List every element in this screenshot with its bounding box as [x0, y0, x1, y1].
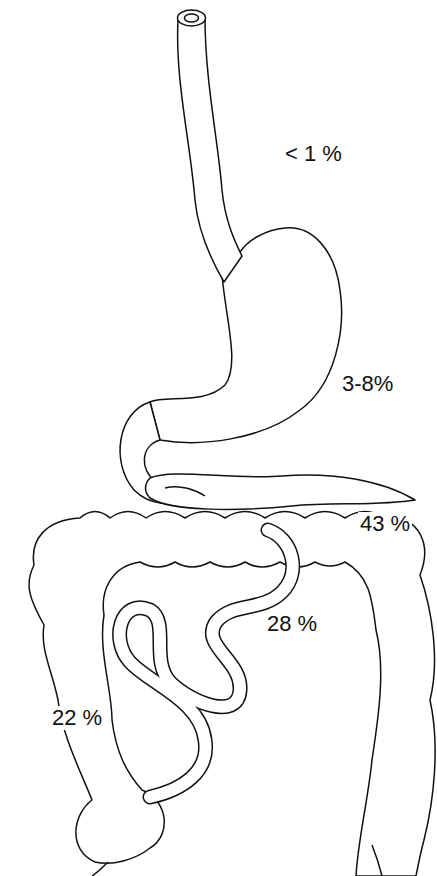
percentage-label: 43 %	[358, 512, 412, 536]
small-intestine-outline	[120, 530, 293, 797]
percentage-label: < 1 %	[283, 142, 344, 166]
rectum	[372, 845, 382, 876]
small-intestine	[120, 530, 293, 797]
stomach	[150, 228, 342, 443]
percentage-label: 22 %	[50, 706, 104, 730]
organ-outlines	[29, 10, 435, 876]
pancreas-detail	[165, 487, 205, 496]
esophagus-opening	[178, 10, 206, 26]
esophagus	[178, 18, 242, 282]
appendix	[92, 862, 108, 876]
colon	[29, 512, 435, 876]
percentage-label: 3-8%	[340, 372, 395, 396]
esophagus-lumen	[185, 14, 199, 22]
percentage-label: 28 %	[265, 612, 319, 636]
pancreas	[146, 474, 416, 509]
small-intestine-lumen	[120, 530, 293, 797]
